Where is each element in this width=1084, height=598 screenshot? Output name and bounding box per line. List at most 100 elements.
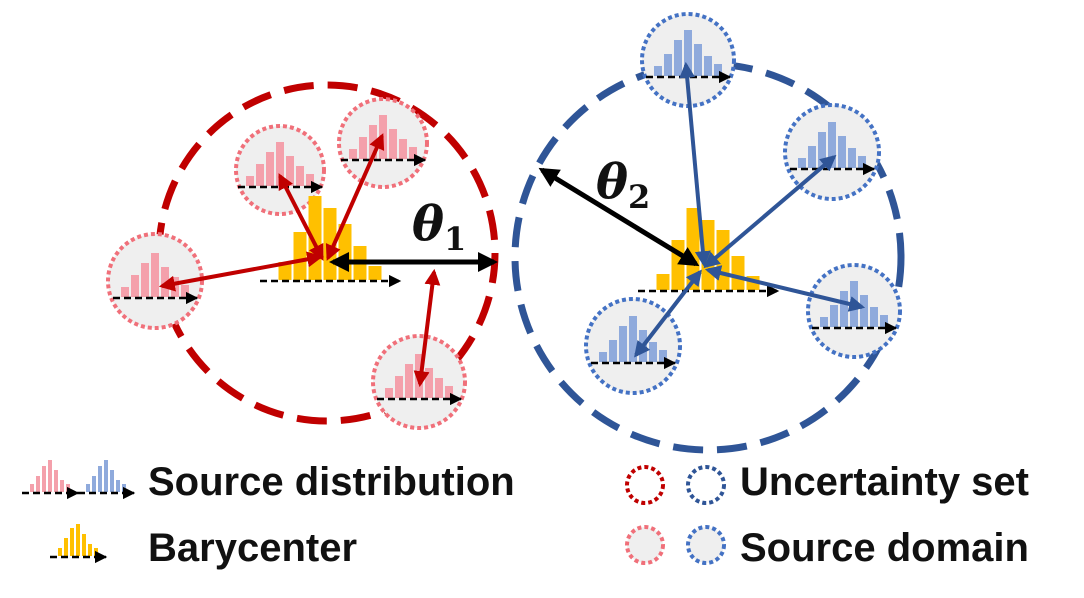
source-distribution-blue-4-bar	[649, 342, 657, 362]
source-distribution-red-1-bar	[296, 166, 304, 186]
barycenter-blue-bar	[656, 274, 670, 290]
legend-barycenter-icon-bar	[76, 524, 80, 556]
source-distribution-red-2-bar	[409, 147, 417, 159]
source-distribution-red-2-bar	[389, 129, 397, 159]
source-distribution-red-4-bar	[405, 364, 413, 398]
source-distribution-blue-2-bar	[798, 158, 806, 168]
source-distribution-red-1-bar	[256, 164, 264, 186]
legend-domain-red-icon	[625, 525, 665, 565]
legend-source-blue-icon-bar	[86, 484, 90, 492]
theta1-subscript: 1	[444, 220, 466, 258]
legend-source-red-icon-bar	[48, 460, 52, 492]
source-distribution-red-4-bar	[395, 376, 403, 398]
blue-arrow-1	[679, 61, 711, 268]
theta2-subscript: 2	[628, 178, 650, 216]
legend-barycenter-icon-bar	[64, 538, 68, 556]
source-distribution-red-1-bar	[246, 176, 254, 186]
legend-source-red-icon-bar	[30, 484, 34, 492]
legend-barycenter-icon-bar	[82, 534, 86, 556]
source-distribution-red-4-bar	[385, 388, 393, 398]
legend-source-red-icon-bar	[66, 484, 70, 492]
barycenter-red-bar	[368, 266, 382, 280]
source-distribution-blue-4-bar	[629, 316, 637, 362]
red-transport-arrows	[158, 133, 441, 388]
theta2-label: θ2	[596, 154, 650, 216]
blue-arrow-3	[704, 265, 866, 312]
source-distribution-red-3-bar	[131, 275, 139, 297]
red-arrow-4	[413, 268, 441, 388]
theta2-symbol: θ	[596, 154, 628, 210]
source-distribution-blue-4-bar	[609, 340, 617, 362]
blue-arrow-4	[634, 269, 702, 358]
source-distribution-blue-3-bar	[870, 307, 878, 327]
legend-source-blue-icon-bar	[110, 470, 114, 492]
source-distribution-blue-1-bar	[704, 56, 712, 76]
source-distribution-blue-2-bar	[838, 136, 846, 168]
barycenter-red-bar	[293, 232, 307, 280]
legend-source-red-icon-bar	[60, 480, 64, 492]
source-distribution-blue-2-bar	[858, 156, 866, 168]
red-arrow-1	[278, 173, 324, 261]
legend-barycenter-icon	[50, 524, 108, 564]
legend-source-blue-icon-bar	[122, 484, 126, 492]
blue-transport-arrows	[634, 61, 866, 358]
legend-icons	[22, 460, 726, 565]
source-distribution-blue-3-bar	[840, 291, 848, 327]
legend-source-blue-icon-bar	[116, 480, 120, 492]
source-distribution-red-2-bar	[359, 137, 367, 159]
source-distribution-red-1-bar	[306, 174, 314, 186]
source-distribution-blue-3-bar	[880, 315, 888, 327]
source-distribution-blue-1-bar	[674, 40, 682, 76]
source-distribution-blue-2-bar	[828, 122, 836, 168]
legend-source-blue-icon-bar	[104, 460, 108, 492]
legend-uncertainty-red-icon	[625, 465, 665, 505]
source-distribution-red-3-bar	[181, 285, 189, 297]
source-distribution-blue-4-bar	[619, 326, 627, 362]
source-distribution-red-4-bar	[435, 378, 443, 398]
theta1-label: θ1	[412, 196, 466, 258]
source-distribution-blue-1-bar	[684, 30, 692, 76]
blue-arrow-2	[703, 154, 837, 269]
legend-source-blue-icon-bar	[92, 476, 96, 492]
source-distribution-blue-2-bar	[848, 148, 856, 168]
legend-source-distribution: Source distribution	[148, 460, 515, 504]
source-distribution-red-3-bar	[161, 267, 169, 297]
legend-barycenter-icon-bar	[58, 548, 62, 556]
source-distribution-red-3-bar	[151, 253, 159, 297]
legend-barycenter: Barycenter	[148, 526, 358, 570]
source-distribution-blue-1-bar	[714, 64, 722, 76]
legend-source-red-icon-bar	[36, 476, 40, 492]
source-distribution-red-3-bar	[171, 277, 179, 297]
source-distribution-red-1-bar	[266, 152, 274, 186]
source-distribution-red-3-bar	[121, 287, 129, 297]
source-distribution-blue-2-bar	[818, 132, 826, 168]
source-distribution-red-3-bar	[141, 263, 149, 297]
source-distribution-blue-3-bar	[820, 317, 828, 327]
source-distribution-blue-4-bar	[659, 350, 667, 362]
source-distribution-red-4-bar	[425, 368, 433, 398]
theta1-symbol: θ	[412, 196, 444, 252]
red-arrow-2	[325, 133, 385, 261]
legend-uncertainty-set: Uncertainty set	[740, 460, 1029, 504]
legend-uncertainty-blue-icon	[686, 465, 726, 505]
source-distribution-blue-1-bar	[664, 54, 672, 76]
source-distribution-red-4-bar	[445, 386, 453, 398]
legend-source-domain: Source domain	[740, 526, 1029, 570]
source-distribution-blue-1-bar	[694, 44, 702, 76]
source-distribution-red-1-bar	[286, 156, 294, 186]
source-distribution-blue-4-bar	[599, 352, 607, 362]
source-distribution-blue-3-bar	[860, 295, 868, 327]
legend-source-red-icon	[22, 460, 80, 500]
legend-barycenter-icon-bar	[88, 544, 92, 556]
source-distribution-blue-1-bar	[654, 66, 662, 76]
legend-source-blue-icon-bar	[98, 466, 102, 492]
barycenter-blue-bar	[731, 256, 745, 290]
legend-source-red-icon-bar	[42, 466, 46, 492]
legend-domain-blue-icon	[686, 525, 726, 565]
source-distribution-blue-2-bar	[808, 146, 816, 168]
legend-source-red-icon-bar	[54, 470, 58, 492]
source-distribution-blue-3-bar	[830, 305, 838, 327]
source-distribution-red-2-bar	[399, 139, 407, 159]
barycenter-blue-bar	[716, 230, 730, 290]
